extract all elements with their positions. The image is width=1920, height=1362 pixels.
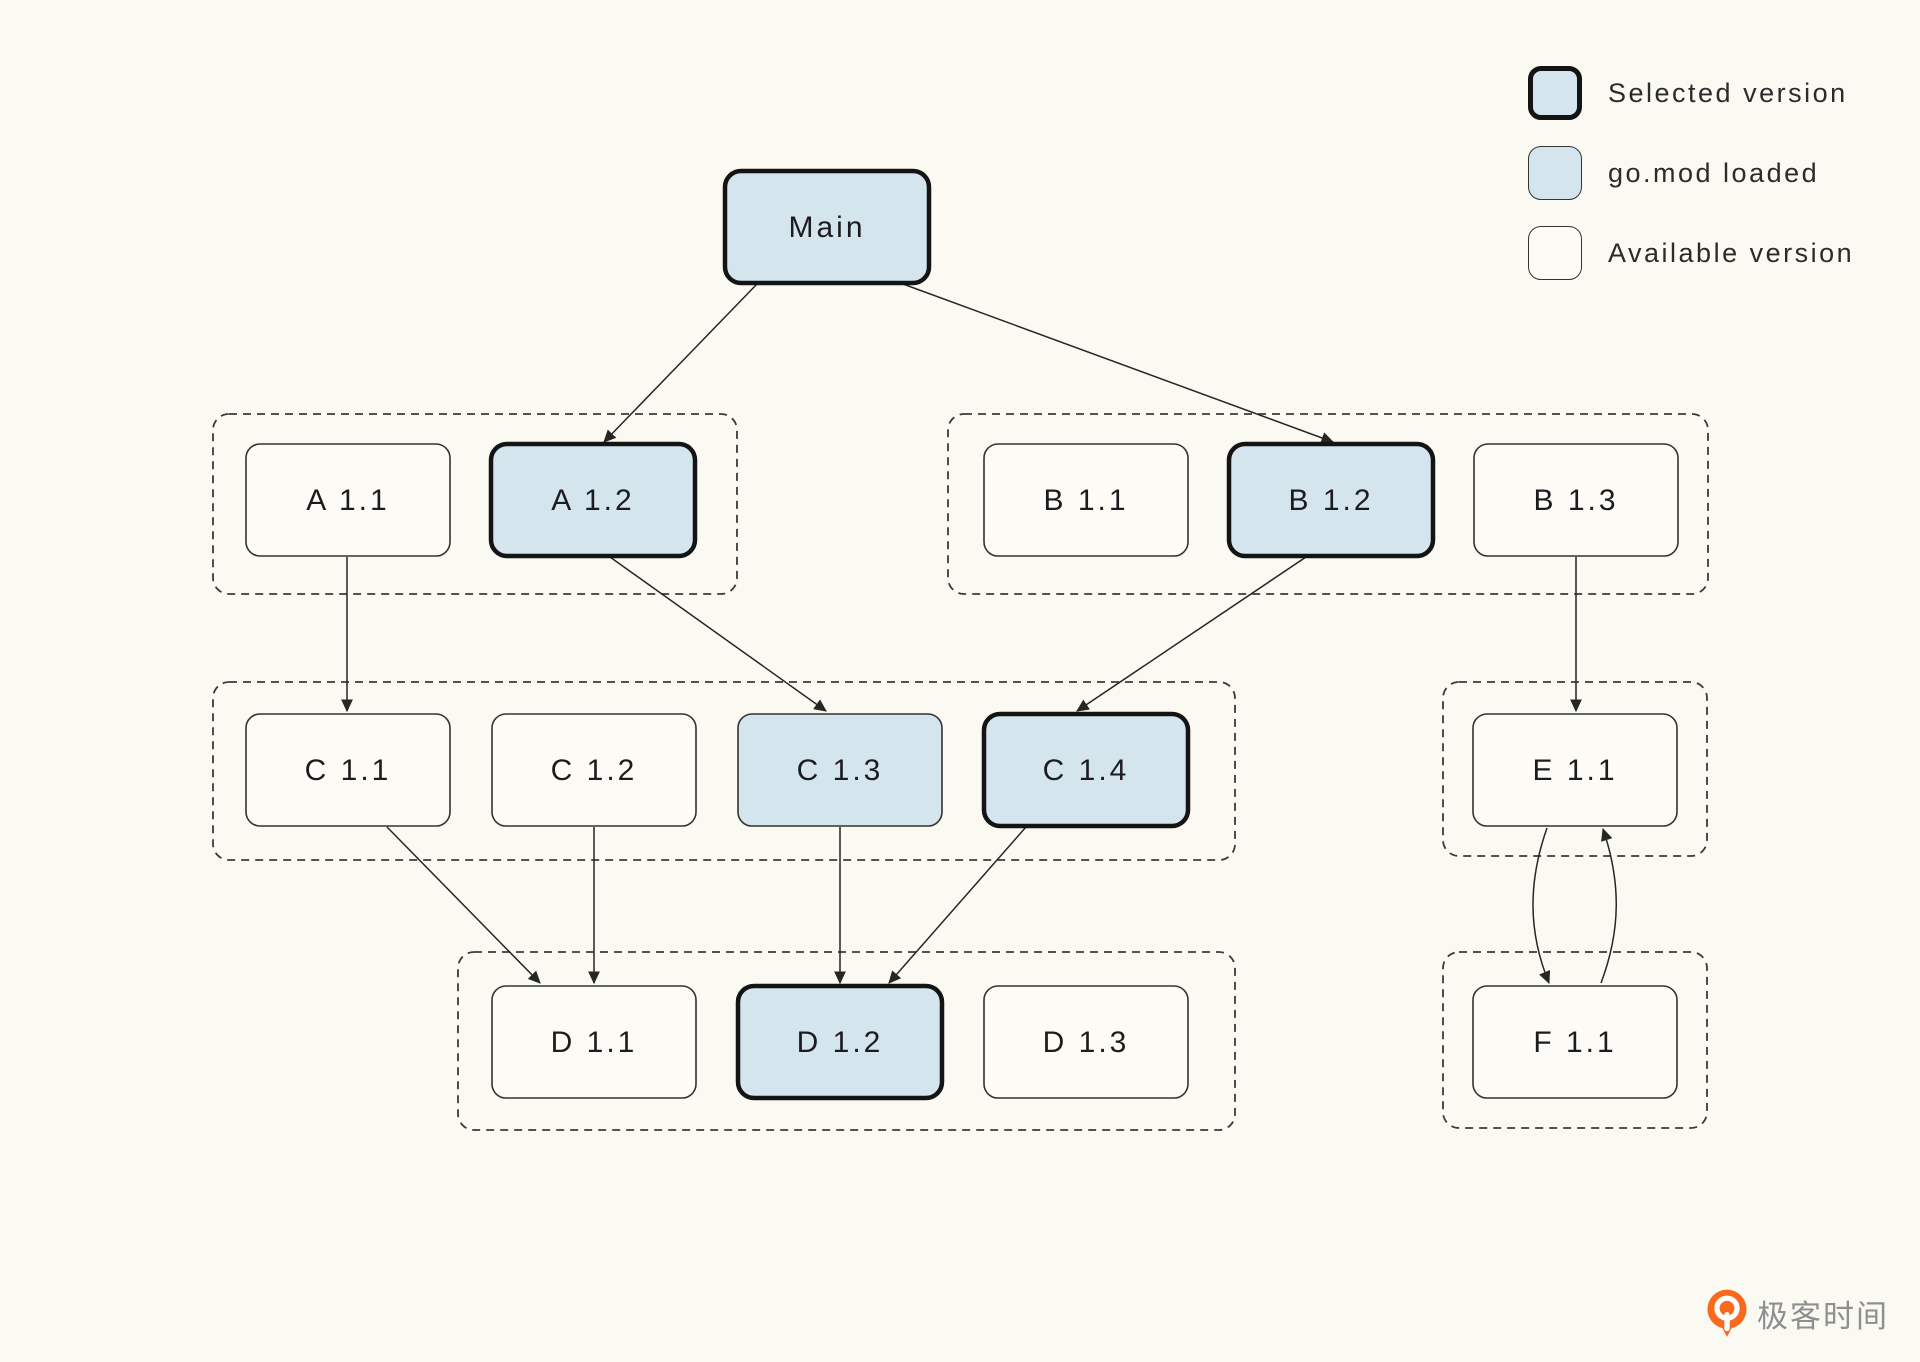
node-c12-box [491,713,697,827]
node-c14-label: C 1.4 [1043,754,1130,787]
node-b12-box [1226,441,1436,559]
group-b-container [947,413,1709,595]
legend-item-gomod-loaded: go.mod loaded [1528,146,1854,200]
brand-footer: 极客时间 [1706,1288,1889,1338]
edge-a12-to-c13 [609,556,827,712]
node-a12-box [488,441,698,559]
legend-label-available: Available version [1608,237,1855,268]
node-b12-label: B 1.2 [1288,484,1373,517]
node-d12-label: D 1.2 [797,1026,884,1059]
node-c12-label: C 1.2 [551,754,638,787]
available-version-swatch-icon [1528,226,1582,280]
node-main-label: Main [788,211,865,244]
node-b13: B 1.3 [1473,443,1679,557]
node-b13-box [1473,443,1679,557]
node-a11-label: A 1.1 [306,484,389,517]
node-e11-box [1472,713,1678,827]
node-d12-box [735,983,945,1101]
group-containers-layer [212,413,1709,1131]
edge-main-to-a12 [603,283,758,443]
node-f11: F 1.1 [1472,985,1678,1099]
group-f-container [1442,951,1708,1129]
edge-b12-to-c14 [1076,556,1307,712]
legend-item-selected-version: Selected version [1528,66,1854,120]
legend-label-selected: Selected version [1608,77,1848,108]
legend: Selected version go.mod loaded Available… [1528,66,1854,306]
nodes-layer: Main A 1.1 A 1.2 B 1.1 B 1.2 B 1.3 C 1.1 C 1.2 C… [245,168,1679,1101]
group-d-container [457,951,1236,1131]
node-f11-label: F 1.1 [1533,1026,1616,1059]
edge-main-to-b12 [902,283,1335,444]
node-c13-box [737,713,943,827]
node-c11-box [245,713,451,827]
legend-item-available-version: Available version [1528,226,1854,280]
node-main-box [722,168,932,286]
node-e11: E 1.1 [1472,713,1678,827]
node-c14-box [981,711,1191,829]
brand-name: 极客时间 [1757,1298,1889,1334]
node-c11-label: C 1.1 [305,754,392,787]
node-b12: B 1.2 [1226,441,1436,559]
node-e11-label: E 1.1 [1532,754,1617,787]
node-a11: A 1.1 [245,443,451,557]
node-d13: D 1.3 [983,985,1189,1099]
node-f11-box [1472,985,1678,1099]
node-a12: A 1.2 [488,441,698,559]
node-d13-box [983,985,1189,1099]
gomod-loaded-swatch-icon [1528,146,1582,200]
legend-label-loaded: go.mod loaded [1608,157,1820,188]
node-c13-label: C 1.3 [797,754,884,787]
edge-e11-to-f11 [1532,827,1551,984]
geektime-logo-icon [1706,1288,1748,1338]
node-c11: C 1.1 [245,713,451,827]
node-main: Main [722,168,932,286]
node-a11-box [245,443,451,557]
node-c12: C 1.2 [491,713,697,827]
node-b11: B 1.1 [983,443,1189,557]
node-c13: C 1.3 [737,713,943,827]
group-e-container [1442,681,1708,857]
edges-layer [341,283,1617,985]
node-d11-box [491,985,697,1099]
edge-c14-to-d12 [888,826,1027,984]
node-d11-label: D 1.1 [551,1026,638,1059]
node-a12-label: A 1.2 [551,484,634,517]
node-d13-label: D 1.3 [1043,1026,1130,1059]
node-c14: C 1.4 [981,711,1191,829]
group-c-container [212,681,1236,861]
edge-f11-to-e11 [1600,827,1617,984]
node-d12: D 1.2 [735,983,945,1101]
node-b13-label: B 1.3 [1533,484,1618,517]
node-b11-label: B 1.1 [1043,484,1128,517]
node-b11-box [983,443,1189,557]
group-a-container [212,413,738,595]
edge-c11-to-d11 [386,826,541,984]
node-d11: D 1.1 [491,985,697,1099]
selected-version-swatch-icon [1528,66,1582,120]
